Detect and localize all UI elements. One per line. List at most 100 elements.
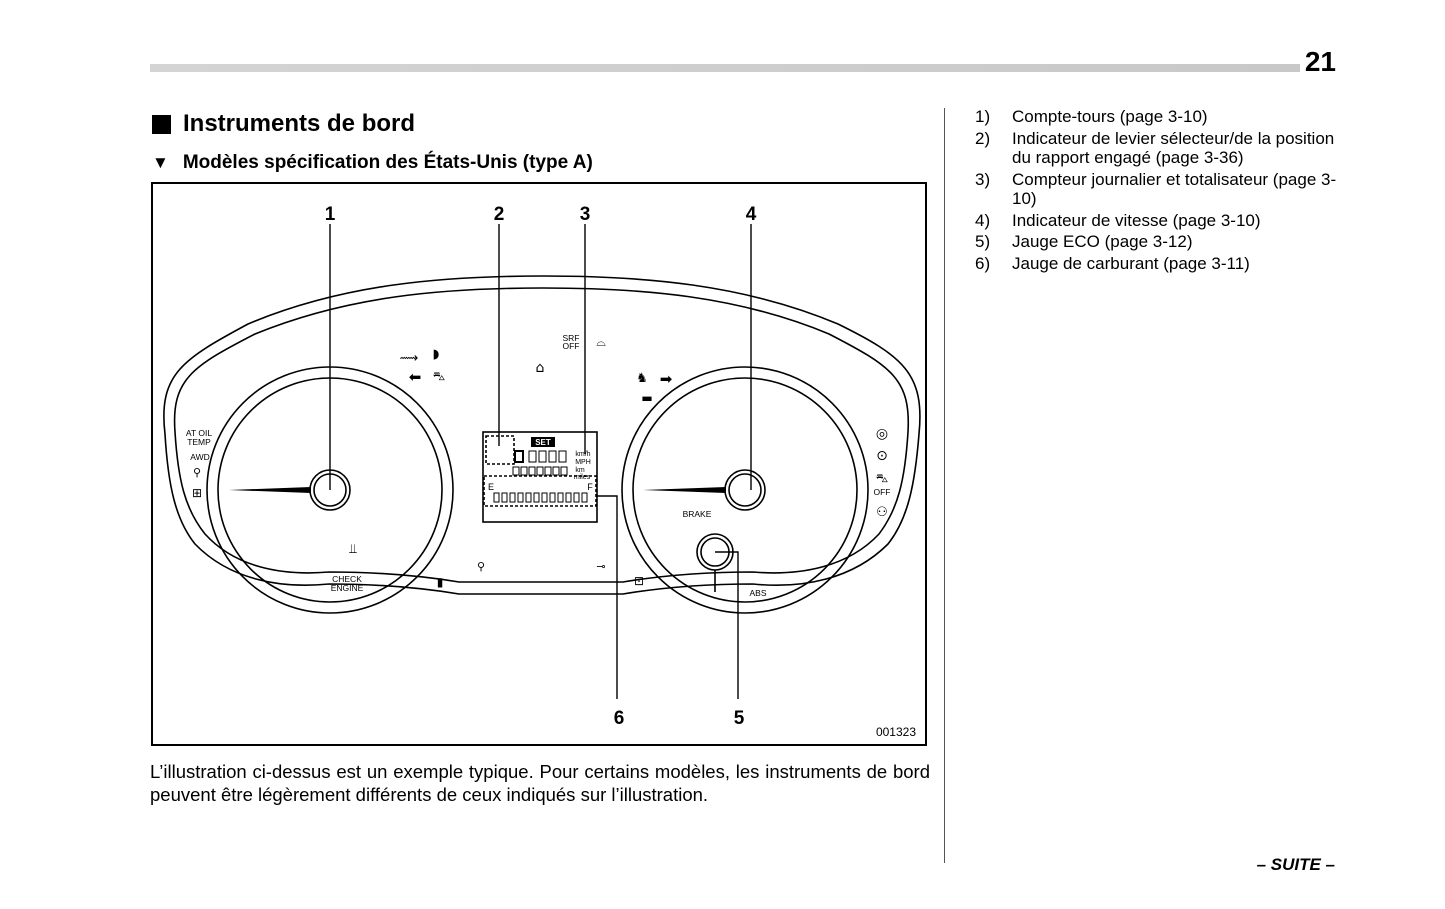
oil-pressure-icon: ⚲	[193, 466, 201, 479]
callout-3: 3	[580, 204, 591, 225]
headlight-leveling-icon: ⊸	[596, 560, 605, 573]
low-fuel-icon: ▮	[437, 575, 444, 589]
fuel-segment	[501, 492, 508, 503]
figure-caption: L’illustration ci-dessus est un exemple …	[150, 761, 930, 805]
callout-4: 4	[746, 204, 757, 225]
fuel-gauge-box	[483, 475, 597, 507]
speedometer-needle	[643, 487, 726, 493]
fuel-segment	[549, 492, 556, 503]
section-heading: Instruments de bord	[152, 110, 415, 138]
check-engine-label-2: ENGINE	[331, 583, 364, 593]
list-item: 6)Jauge de carburant (page 3-11)	[975, 253, 1250, 273]
brake-label: BRAKE	[683, 509, 712, 519]
odometer-digit	[544, 466, 552, 476]
tpms-icon: ⊙	[876, 448, 888, 464]
seatbelt-icon: ♞	[636, 371, 648, 386]
header-rule	[150, 64, 1300, 72]
fuel-segment	[557, 492, 564, 503]
subsection-title: Modèles spécification des États-Unis (ty…	[182, 152, 593, 173]
speed-digit	[558, 450, 567, 463]
list-item: 5)Jauge ECO (page 3-12)	[975, 232, 1193, 251]
door-open-icon: ⌂	[536, 360, 545, 376]
fuel-segment	[517, 492, 524, 503]
speedometer-hub-inner	[728, 473, 762, 507]
speed-kmh-label: km/h	[575, 451, 590, 458]
callout-1: 1	[325, 204, 336, 225]
odometer-digit	[528, 466, 536, 476]
subsection-heading: ▼ Modèles spécification des États-Unis (…	[152, 152, 593, 174]
list-item: 4)Indicateur de vitesse (page 3-10)	[975, 210, 1261, 230]
speedometer-inner-ring	[632, 377, 858, 603]
coolant-temperature-icon: ⫫	[349, 542, 356, 557]
low-tire-pressure-icon: ▬	[641, 391, 652, 405]
odometer-digit	[560, 466, 568, 476]
odometer-digit	[512, 466, 520, 476]
callout-2: 2	[494, 204, 505, 225]
column-divider	[944, 108, 945, 863]
cruise-set-label: SET	[535, 438, 551, 447]
rear-defogger-icon: ⌓	[596, 335, 606, 349]
odometer-digit	[552, 466, 560, 476]
continued-footer: – SUITE –	[1256, 855, 1335, 874]
tachometer-needle	[229, 487, 311, 493]
speed-digit	[528, 450, 537, 463]
airbag-icon: ⚇	[876, 505, 888, 520]
speed-digit	[548, 450, 557, 463]
speedometer-hub	[724, 469, 766, 511]
callout-5: 5	[734, 708, 745, 729]
leader-line-6	[596, 495, 618, 699]
oil-level-icon: ⚲	[477, 560, 485, 573]
speed-digit	[538, 450, 547, 463]
instrument-cluster-illustration: 1 2 3 4 5 6 AT OIL TEMP AWD CHECK ENGINE…	[163, 204, 921, 739]
gear-indicator-box	[485, 435, 515, 465]
fuel-empty-label: E	[488, 482, 494, 492]
fuel-segment	[541, 492, 548, 503]
cruise-set-badge	[531, 437, 555, 447]
instrument-panel-figure: 1 2 3 4 5 6 AT OIL TEMP AWD CHECK ENGINE…	[151, 182, 927, 746]
at-oil-temp-label-2: TEMP	[187, 437, 211, 447]
callout-6: 6	[614, 708, 625, 729]
odometer-digit	[536, 466, 544, 476]
turn-right-arrow-icon: ➡	[660, 370, 673, 388]
triangle-bullet-icon: ▼	[152, 153, 169, 172]
page-number: 21	[1304, 46, 1336, 77]
fuel-segment	[509, 492, 516, 503]
figure-id: 001323	[876, 725, 916, 739]
fuel-segment	[493, 492, 500, 503]
front-fog-light-icon: ⟿	[400, 351, 419, 366]
speed-mph-label: MPH	[575, 459, 591, 466]
cluster-inner-outline	[173, 287, 910, 583]
fuel-segment	[573, 492, 580, 503]
list-item: 1)Compte-tours (page 3-10)	[975, 107, 1208, 126]
speedometer-outer-ring	[621, 366, 869, 614]
odometer-digit	[520, 466, 528, 476]
charge-warning-icon: ⊞	[192, 486, 202, 500]
list-item: 2)Indicateur de levier sélecteur/de la p…	[975, 128, 1335, 168]
srf-off-label-1: SRF	[563, 333, 580, 343]
awd-label: AWD	[190, 452, 210, 462]
square-bullet-icon	[152, 114, 171, 134]
at-oil-temp-label-1: AT OIL	[186, 428, 212, 438]
fuel-segment	[525, 492, 532, 503]
section-title: Instruments de bord	[183, 110, 416, 137]
center-display-outline	[482, 431, 598, 523]
vdc-icon: ⛍	[433, 369, 445, 383]
leader-line-5	[715, 551, 739, 699]
list-item: 3)Compteur journalier et totalisateur (p…	[975, 169, 1337, 209]
turn-left-arrow-icon: ⬅	[409, 368, 422, 386]
fuel-segment	[533, 492, 540, 503]
cluster-outer-outline	[163, 275, 921, 595]
fuel-segment	[581, 492, 588, 503]
abs-label: ABS	[749, 588, 766, 598]
srf-off-label-2: OFF	[563, 341, 580, 351]
gear-position-digit	[514, 450, 524, 463]
security-lock-icon: ⊡	[634, 574, 644, 588]
check-engine-label-1: CHECK	[332, 574, 362, 584]
traction-off-label: OFF	[874, 487, 891, 497]
fuel-segment	[565, 492, 572, 503]
power-steering-icon: ◎	[876, 426, 888, 442]
fuel-full-label: F	[587, 482, 593, 492]
traction-control-icon: ⛍	[876, 471, 888, 485]
legend-list: 1)Compte-tours (page 3-10) 2)Indicateur …	[975, 107, 1337, 275]
odometer-miles-label: miles	[574, 474, 591, 481]
